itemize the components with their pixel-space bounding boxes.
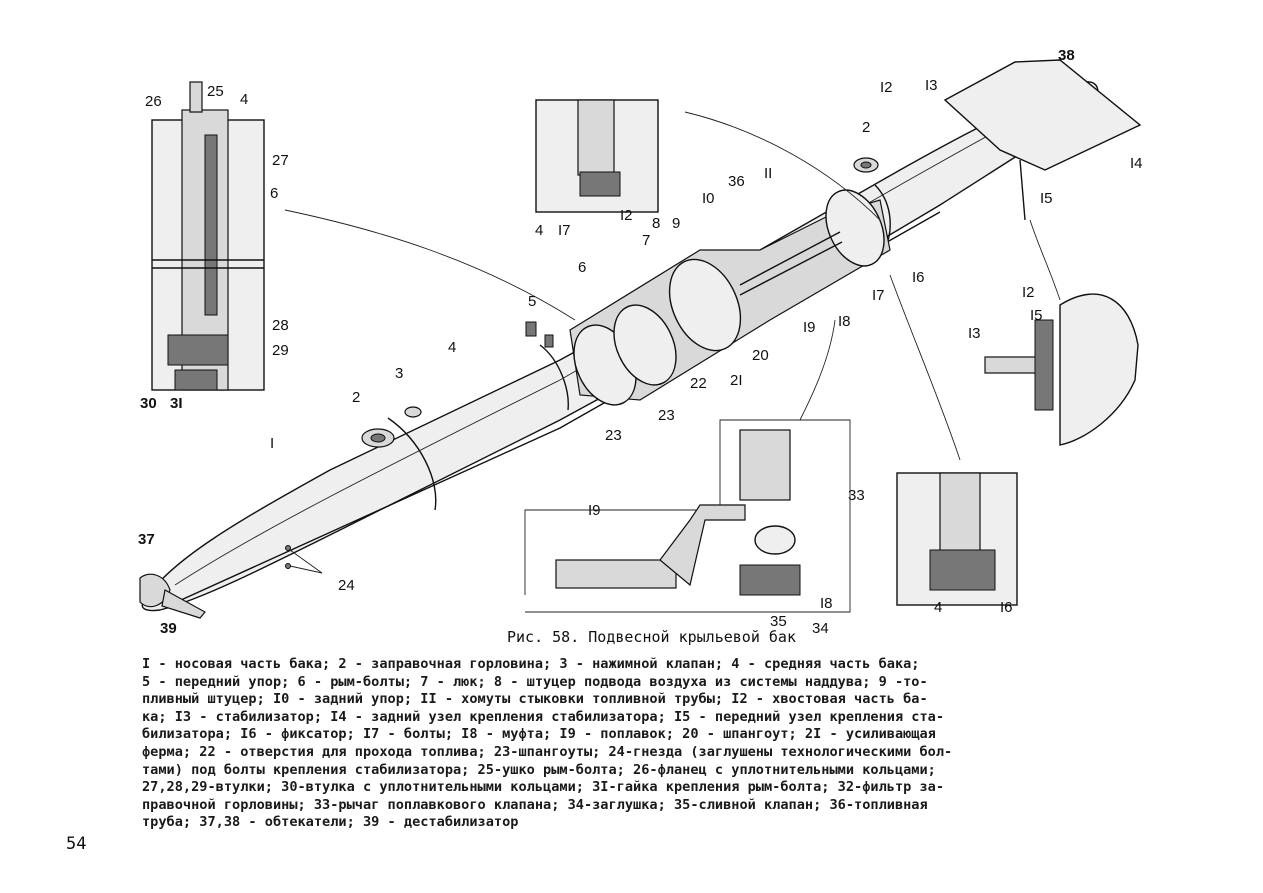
callout-4d: 4 bbox=[934, 599, 942, 616]
callout-4c: 4 bbox=[535, 222, 543, 239]
pressure-valve-icon bbox=[404, 406, 422, 418]
figure-legend: I - носовая часть бака; 2 - заправочная … bbox=[142, 656, 1172, 832]
callout-12b: I2 bbox=[620, 207, 633, 224]
callout-9: 9 bbox=[672, 215, 680, 232]
callout-16b: I6 bbox=[1000, 599, 1013, 616]
inset-float-valve bbox=[524, 419, 851, 613]
callout-6b: 6 bbox=[270, 185, 278, 202]
page-number: 54 bbox=[66, 834, 87, 854]
callout-17: I7 bbox=[872, 287, 885, 304]
callout-24: 24 bbox=[338, 577, 355, 594]
callout-18b: I8 bbox=[820, 595, 833, 612]
callout-23b: 23 bbox=[605, 427, 622, 444]
callout-11: II bbox=[764, 165, 772, 182]
legend-line: билизатора; I6 - фиксатор; I7 - болты; I… bbox=[142, 726, 936, 743]
callout-39: 39 bbox=[160, 620, 177, 637]
callout-12: I2 bbox=[880, 79, 893, 96]
callout-29: 29 bbox=[272, 342, 289, 359]
callout-13: I3 bbox=[925, 77, 938, 94]
callout-20: 20 bbox=[752, 347, 769, 364]
callout-27: 27 bbox=[272, 152, 289, 169]
callout-21: 2I bbox=[730, 372, 743, 389]
callout-7: 7 bbox=[642, 232, 650, 249]
callout-18: I8 bbox=[838, 313, 851, 330]
legend-line: правочной горловины; 33-рычаг поплавково… bbox=[142, 796, 928, 813]
callout-15: I5 bbox=[1040, 190, 1053, 207]
leader-lines bbox=[284, 111, 1061, 574]
figure-caption: Рис. 58. Подвесной крыльевой бак bbox=[0, 628, 1263, 646]
callout-26: 26 bbox=[145, 93, 162, 110]
callout-36: 36 bbox=[728, 173, 745, 190]
callout-23: 23 bbox=[658, 407, 675, 424]
callout-1: I bbox=[270, 435, 274, 452]
callout-4: 4 bbox=[448, 339, 456, 356]
legend-line: ка; I3 - стабилизатор; I4 - задний узел … bbox=[142, 708, 945, 725]
legend-line: труба; 37,38 - обтекатели; 39 - дестабил… bbox=[142, 814, 519, 831]
nose-fairings bbox=[139, 573, 206, 619]
callout-4b: 4 bbox=[240, 91, 248, 108]
legend-line: 27,28,29-втулки; 30-втулка с уплотнитель… bbox=[142, 779, 945, 796]
callout-31: 3I bbox=[170, 395, 183, 412]
callout-3: 3 bbox=[395, 365, 403, 382]
callout-6: 6 bbox=[578, 259, 586, 276]
callout-5: 5 bbox=[528, 293, 536, 310]
fuel-tank-diagram: I 2 2 3 4 4 4 4 5 6 6 7 8 9 I0 II I2 I2 … bbox=[138, 47, 1143, 637]
figure-caption-text: Рис. 58. Подвесной крыльевой бак bbox=[507, 628, 796, 646]
callout-34: 34 bbox=[812, 620, 829, 637]
callout-22: 22 bbox=[690, 375, 707, 392]
legend-line: I - носовая часть бака; 2 - заправочная … bbox=[142, 656, 920, 672]
legend-line: ферма; 22 - отверстия для прохода топлив… bbox=[142, 743, 953, 760]
callout-8: 8 bbox=[652, 215, 660, 232]
callout-33: 33 bbox=[848, 487, 865, 504]
callout-13b: I3 bbox=[968, 325, 981, 342]
callout-labels: I 2 2 3 4 4 4 4 5 6 6 7 8 9 I0 II I2 I2 … bbox=[138, 47, 1143, 637]
legend-line: тами) под болты крепления стабилизатора;… bbox=[142, 761, 936, 778]
inset-fixer-detail bbox=[896, 472, 1018, 606]
tank-cutaway bbox=[525, 189, 891, 406]
callout-35: 35 bbox=[770, 613, 787, 630]
callout-25: 25 bbox=[207, 83, 224, 100]
callout-10: I0 bbox=[702, 190, 715, 207]
callout-38: 38 bbox=[1058, 47, 1075, 64]
inset-top-detail bbox=[535, 99, 659, 213]
callout-19: I9 bbox=[803, 319, 816, 336]
callout-37: 37 bbox=[138, 531, 155, 548]
inset-stabilizer-mount bbox=[984, 293, 1139, 446]
filler-neck-icon bbox=[361, 428, 395, 448]
callout-30: 30 bbox=[140, 395, 157, 412]
legend-line: 5 - передний упор; 6 - рым-болты; 7 - лю… bbox=[142, 673, 928, 690]
callout-17b: I7 bbox=[558, 222, 571, 239]
callout-16: I6 bbox=[912, 269, 925, 286]
callout-2b: 2 bbox=[862, 119, 870, 136]
stabilizer bbox=[943, 59, 1142, 221]
callout-28: 28 bbox=[272, 317, 289, 334]
rear-filler-neck-icon bbox=[853, 157, 879, 173]
callout-2: 2 bbox=[352, 389, 360, 406]
legend-line: пливный штуцер; I0 - задний упор; II - х… bbox=[142, 691, 928, 708]
callout-15b: I5 bbox=[1030, 307, 1043, 324]
callout-19b: I9 bbox=[588, 502, 601, 519]
callout-14: I4 bbox=[1130, 155, 1143, 172]
inset-eyebolt-section bbox=[151, 81, 265, 391]
callout-12c: I2 bbox=[1022, 284, 1035, 301]
